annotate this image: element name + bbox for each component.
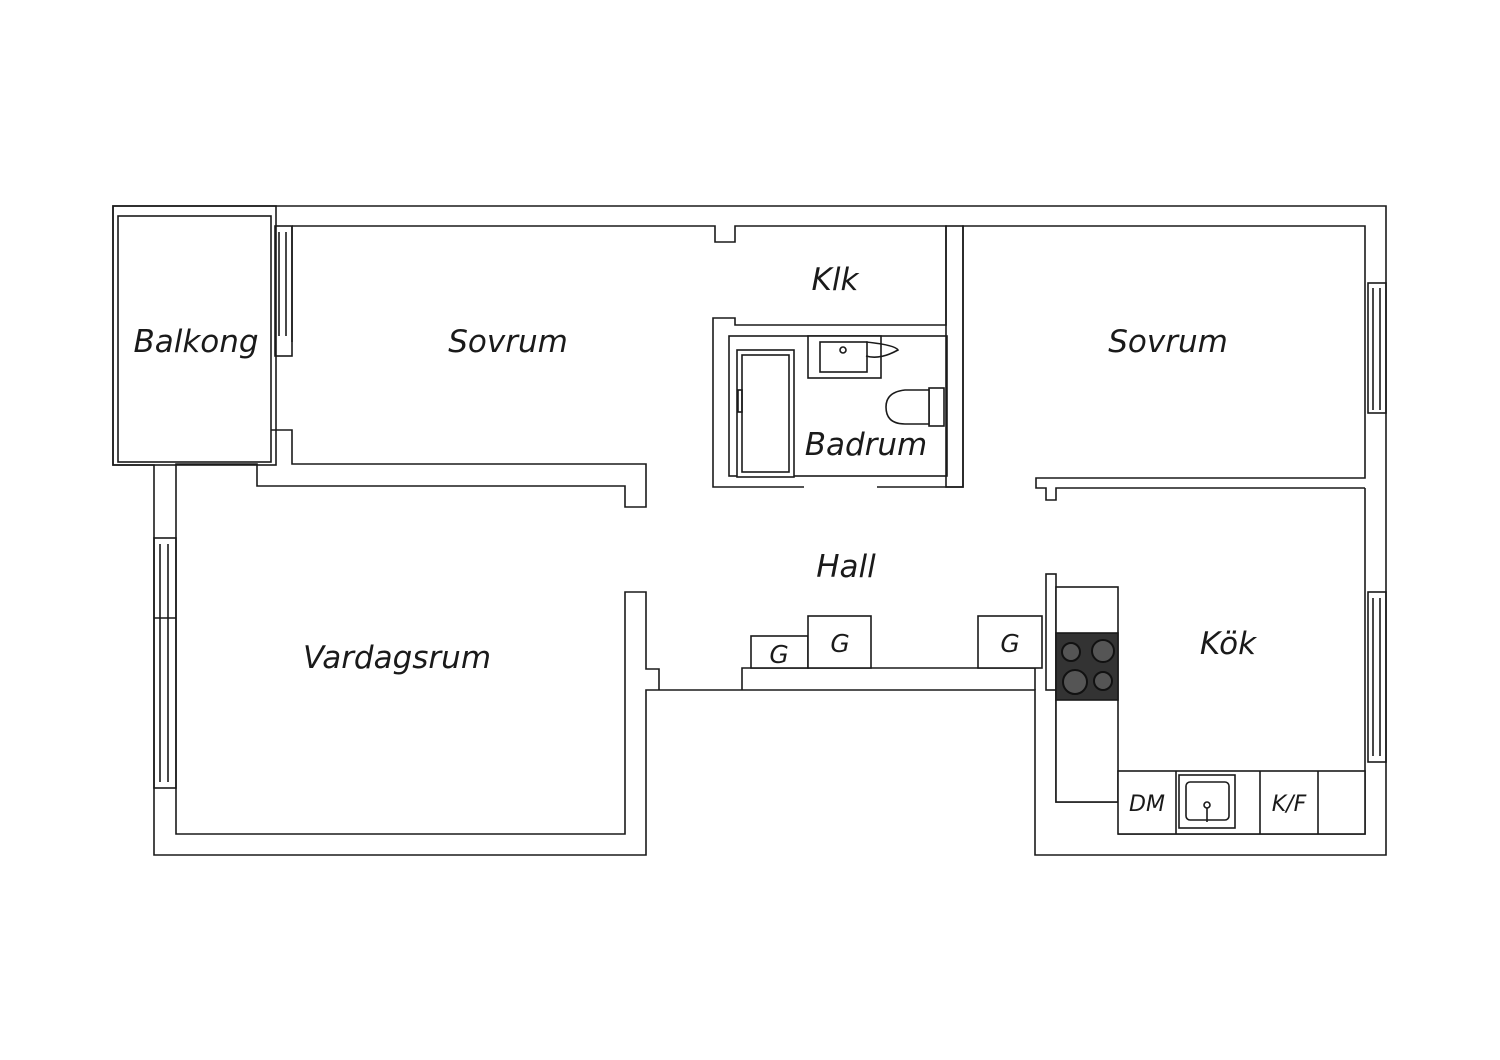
room-label-sovrum-left: Sovrum [448, 324, 568, 360]
room-label-hall: Hall [816, 549, 876, 585]
window-living-room [153, 537, 177, 789]
balcony [112, 205, 293, 466]
room-label-klk: Klk [812, 262, 860, 298]
kitchen-counters [1055, 586, 1366, 835]
outer-walls [112, 205, 1387, 856]
window-kitchen [1367, 591, 1387, 763]
room-label-kok: Kök [1200, 626, 1257, 662]
bathroom [728, 225, 1366, 501]
room-label-sovrum-right: Sovrum [1108, 324, 1228, 360]
room-label-badrum: Badrum [805, 427, 928, 463]
toilet-fixture [885, 387, 945, 427]
fridge-freezer-label: K/F [1272, 792, 1307, 817]
wardrobe-label-3: G [1000, 629, 1019, 658]
window-right-bedroom [1367, 282, 1387, 414]
room-label-vardagsrum: Vardagsrum [303, 640, 491, 676]
dishwasher-label: DM [1129, 792, 1165, 817]
wardrobe-label-2: G [830, 629, 849, 658]
hall-wardrobes [741, 573, 1057, 691]
shower-fixture [736, 349, 795, 478]
wardrobe-label-1: G [769, 640, 788, 669]
room-label-balkong: Balkong [133, 324, 258, 360]
kitchen-sink [1178, 774, 1236, 829]
